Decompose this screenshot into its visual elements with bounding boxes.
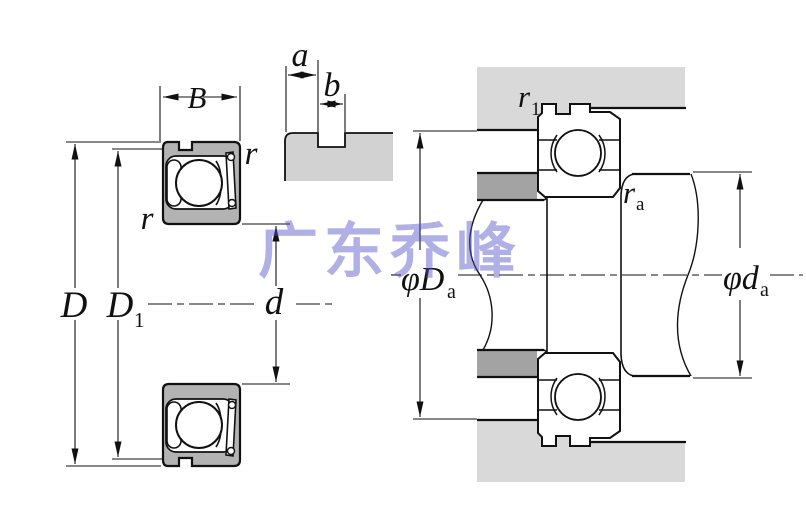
groove-detail-view: a b	[284, 37, 393, 181]
label-phi-da-subscript: a	[760, 279, 769, 301]
label-B: B	[188, 80, 207, 115]
seal-hook	[226, 152, 236, 162]
seal-section	[225, 398, 237, 457]
groove-detail-outline	[284, 132, 393, 181]
fillet-ra	[620, 354, 635, 377]
front-bearing-upper-section	[161, 140, 242, 226]
ball	[554, 373, 602, 421]
label-phi-Da: φD	[401, 261, 445, 298]
label-a: a	[292, 37, 309, 74]
raceway-arc	[550, 377, 558, 416]
label-d: d	[265, 282, 284, 323]
label-b: b	[324, 67, 341, 104]
housing-upper	[477, 67, 685, 130]
front-labels: B D D 1 d r r	[60, 80, 284, 332]
shaft-spacer-upper	[477, 173, 537, 200]
detail-dimension-lines	[288, 71, 343, 108]
seal-hook	[226, 446, 236, 456]
label-D1-subscript: 1	[134, 308, 145, 332]
label-phi-da: φd	[723, 260, 760, 297]
seal-hook	[227, 198, 237, 208]
front-dimension-lines	[71, 93, 280, 464]
detail-extension-lines	[285, 60, 346, 132]
label-r1: r	[518, 79, 531, 114]
shaft-break-curve-right	[676, 173, 699, 377]
mounting-labels: r 1 r a φD a φd a	[401, 79, 769, 303]
groove-detail-block	[285, 133, 393, 181]
raceway-arc	[598, 377, 606, 416]
front-extension-lines	[66, 86, 290, 467]
label-ra: r	[623, 175, 636, 210]
label-phi-Da-subscript: a	[447, 281, 456, 303]
mounting-extension-lines	[413, 130, 752, 420]
housing-lower	[477, 420, 685, 482]
mounting-bearing-lower	[537, 352, 621, 447]
seal-hook	[227, 400, 237, 410]
spacer-edges	[477, 171, 537, 379]
label-D: D	[60, 285, 88, 326]
front-bearing-lower-section	[161, 382, 242, 468]
detail-labels: a b	[292, 37, 341, 104]
shaft-spacer-lower	[477, 350, 537, 377]
ball	[175, 401, 223, 449]
bearing-internal-lines	[538, 134, 620, 173]
mounting-dimension-lines	[416, 133, 744, 417]
ball	[175, 159, 223, 207]
seal-section	[225, 151, 237, 210]
label-D1: D	[106, 285, 134, 326]
mounting-bearing-upper	[537, 103, 621, 198]
label-r1-subscript: 1	[531, 99, 541, 120]
raceway-arc	[550, 134, 558, 173]
bearing-internal-lines	[538, 377, 620, 416]
label-r-upper: r	[245, 136, 258, 172]
label-r-lower: r	[141, 201, 154, 237]
mounting-view: r 1 r a φD a φd a	[391, 67, 803, 482]
label-ra-subscript: a	[636, 194, 645, 215]
ball	[554, 129, 602, 177]
raceway-arc	[598, 134, 606, 173]
front-view: B D D 1 d r r	[60, 80, 332, 468]
